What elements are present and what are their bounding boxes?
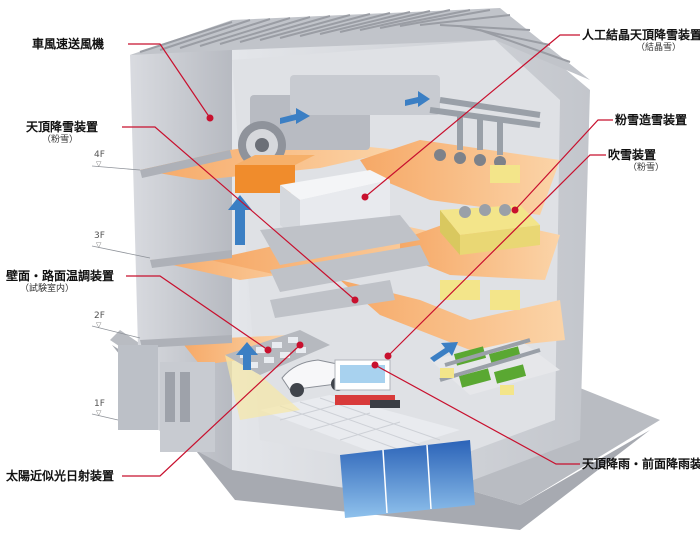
label-fan: 車風速送風機: [32, 37, 105, 51]
leader-lines: [122, 34, 613, 477]
ground-front: [112, 345, 650, 530]
floor-4f: 4F: [94, 150, 105, 160]
floor-1f: 1F: [94, 399, 105, 409]
solar-beam: [225, 355, 300, 420]
label-wall-road-sub: （試験室内）: [20, 284, 75, 294]
airflow-arrows: [228, 91, 458, 370]
pipes: [429, 97, 541, 155]
floor-grid: [279, 397, 441, 451]
floor-2f: 2F: [94, 311, 105, 321]
test-chamber-floor: [260, 395, 460, 455]
control-room: [334, 359, 400, 408]
floor-edges: [140, 150, 232, 348]
fan-unit: [235, 75, 440, 193]
floor-4f-marker: ▽: [96, 160, 102, 168]
label-solar: 太陽近似光日射装置: [6, 469, 115, 483]
floor-1f-marker: ▽: [96, 409, 102, 417]
label-artificial-crystal: 人工結晶天頂降雪装置: [582, 28, 700, 42]
label-rain: 天頂降雨・前面降雨装置: [582, 457, 700, 471]
sky-window: [340, 440, 475, 518]
label-blow-snow: 吹雪装置: [608, 148, 657, 162]
roof-ridges: [139, 9, 571, 63]
label-ceiling-snow: 天頂降雪装置: [26, 120, 99, 134]
label-powder-maker: 粉雪造雪装置: [615, 113, 688, 127]
rain-system-machinery: [430, 338, 560, 395]
equipment-canisters: [459, 204, 511, 218]
yellow-box-1: [490, 165, 520, 183]
label-blow-snow-sub: （粉雪）: [628, 163, 665, 173]
label-artificial-crystal-sub: （結晶雪）: [636, 43, 682, 53]
label-ceiling-snow-sub: （粉雪）: [42, 135, 79, 145]
label-wall-road: 壁面・路面温調装置: [6, 269, 115, 283]
floor-indicator-lines: [91, 165, 151, 421]
leader-dots: [206, 114, 519, 369]
floor-3f-marker: ▽: [96, 241, 102, 249]
floor-3f: 3F: [94, 231, 105, 241]
floor-2f-marker: ▽: [96, 321, 102, 329]
side-annex: [118, 345, 215, 452]
